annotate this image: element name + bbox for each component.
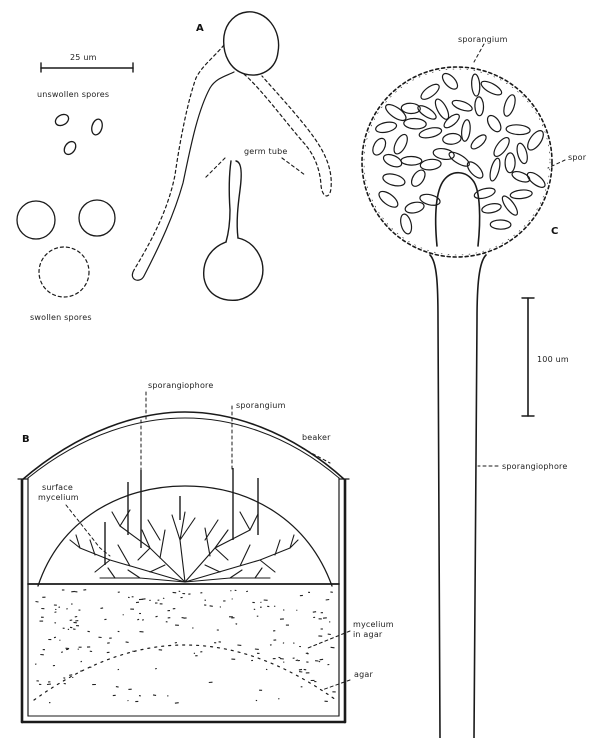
panel-b: B [18, 381, 394, 722]
sporangiospore [404, 200, 425, 214]
mycelium-in-agar-label-1: mycelium [353, 620, 394, 629]
scale-bar-100um [522, 298, 534, 416]
sporangiospore [465, 159, 486, 180]
sporangiospore [506, 124, 531, 135]
spores-label-c: spor [568, 153, 587, 162]
panel-b-letter: B [22, 434, 30, 445]
mycelium-in-agar-dots [35, 590, 336, 704]
unswollen-spore [62, 139, 78, 156]
sporangiospore [404, 118, 427, 130]
unswollen-spore [53, 112, 70, 128]
panel-c-letter: C [551, 226, 559, 237]
sporangiophore-label-c: sporangiophore [502, 462, 567, 471]
sporangiospore [375, 120, 398, 134]
sporangiospore [500, 194, 520, 217]
sporangiospore [451, 98, 474, 113]
sporangiospore [442, 112, 462, 130]
scale-bar-25um-label: 25 um [70, 53, 97, 62]
sporangiospore [382, 152, 404, 169]
agar-label: agar [354, 670, 373, 679]
sporangiospore [479, 79, 503, 98]
sporangiophore-stalk [430, 255, 440, 738]
sporangiospore [525, 128, 547, 153]
unswollen-spores-label: unswollen spores [37, 90, 109, 99]
sporangiospore [502, 93, 518, 117]
sporangiospore [525, 170, 547, 190]
surface-mycelium [70, 510, 298, 582]
panel-a-letter: A [196, 23, 204, 34]
scale-bar-25um [41, 63, 133, 72]
panel-c: C sporangium spor sporangiophore 100 um [362, 35, 587, 738]
sporangiophore-label-b: sporangiophore [148, 381, 213, 390]
scale-bar-100um-label: 100 um [537, 355, 569, 364]
sporangiospore [461, 119, 472, 141]
sporangiospore [442, 133, 461, 145]
surface-mycelium-label-2: mycelium [38, 493, 79, 502]
sporangiospore [376, 188, 400, 210]
swollen-spores-label: swollen spores [30, 313, 92, 322]
sporangiospore [490, 220, 511, 230]
sporangiospore [409, 168, 428, 189]
surface-mycelium-label-1: surface [42, 483, 73, 492]
sporangiospore [491, 135, 512, 159]
sporangiospore [471, 74, 481, 97]
sporangium-label-c: sporangium [458, 35, 508, 44]
germ-tube-label: germ tube [244, 147, 288, 156]
sporangiospore [420, 158, 442, 171]
swollen-spore [17, 201, 55, 239]
germinating-spore-large [132, 12, 331, 280]
germinating-spore-small [204, 161, 263, 300]
sporangiospore [382, 172, 407, 188]
panel-a: A 25 um unswollen spores swollen spores … [17, 12, 331, 322]
sporangiospore [510, 189, 533, 200]
sporangiospore [488, 157, 502, 182]
sporangiospore [399, 213, 414, 235]
swollen-spore [39, 247, 89, 297]
mycelium-in-agar-label-2: in agar [353, 630, 383, 639]
beaker-label: beaker [302, 433, 331, 442]
sporangiospore [401, 156, 422, 165]
sporangiospores [370, 71, 547, 235]
sporangiospore [475, 97, 484, 116]
columella [436, 173, 480, 246]
sporangiospore [505, 153, 515, 173]
sporangium-c [362, 67, 552, 257]
unswollen-spore [90, 118, 104, 136]
swollen-spore [79, 200, 115, 236]
sporangiospore [391, 132, 410, 156]
sporangiospore [481, 202, 502, 214]
sporangiospore [469, 132, 489, 151]
sporangium-label-b: sporangium [236, 401, 286, 410]
sporangiospore [440, 71, 460, 92]
sporangiospore [432, 147, 455, 161]
sporangiospore [370, 136, 388, 157]
sporangiospore [485, 113, 504, 134]
